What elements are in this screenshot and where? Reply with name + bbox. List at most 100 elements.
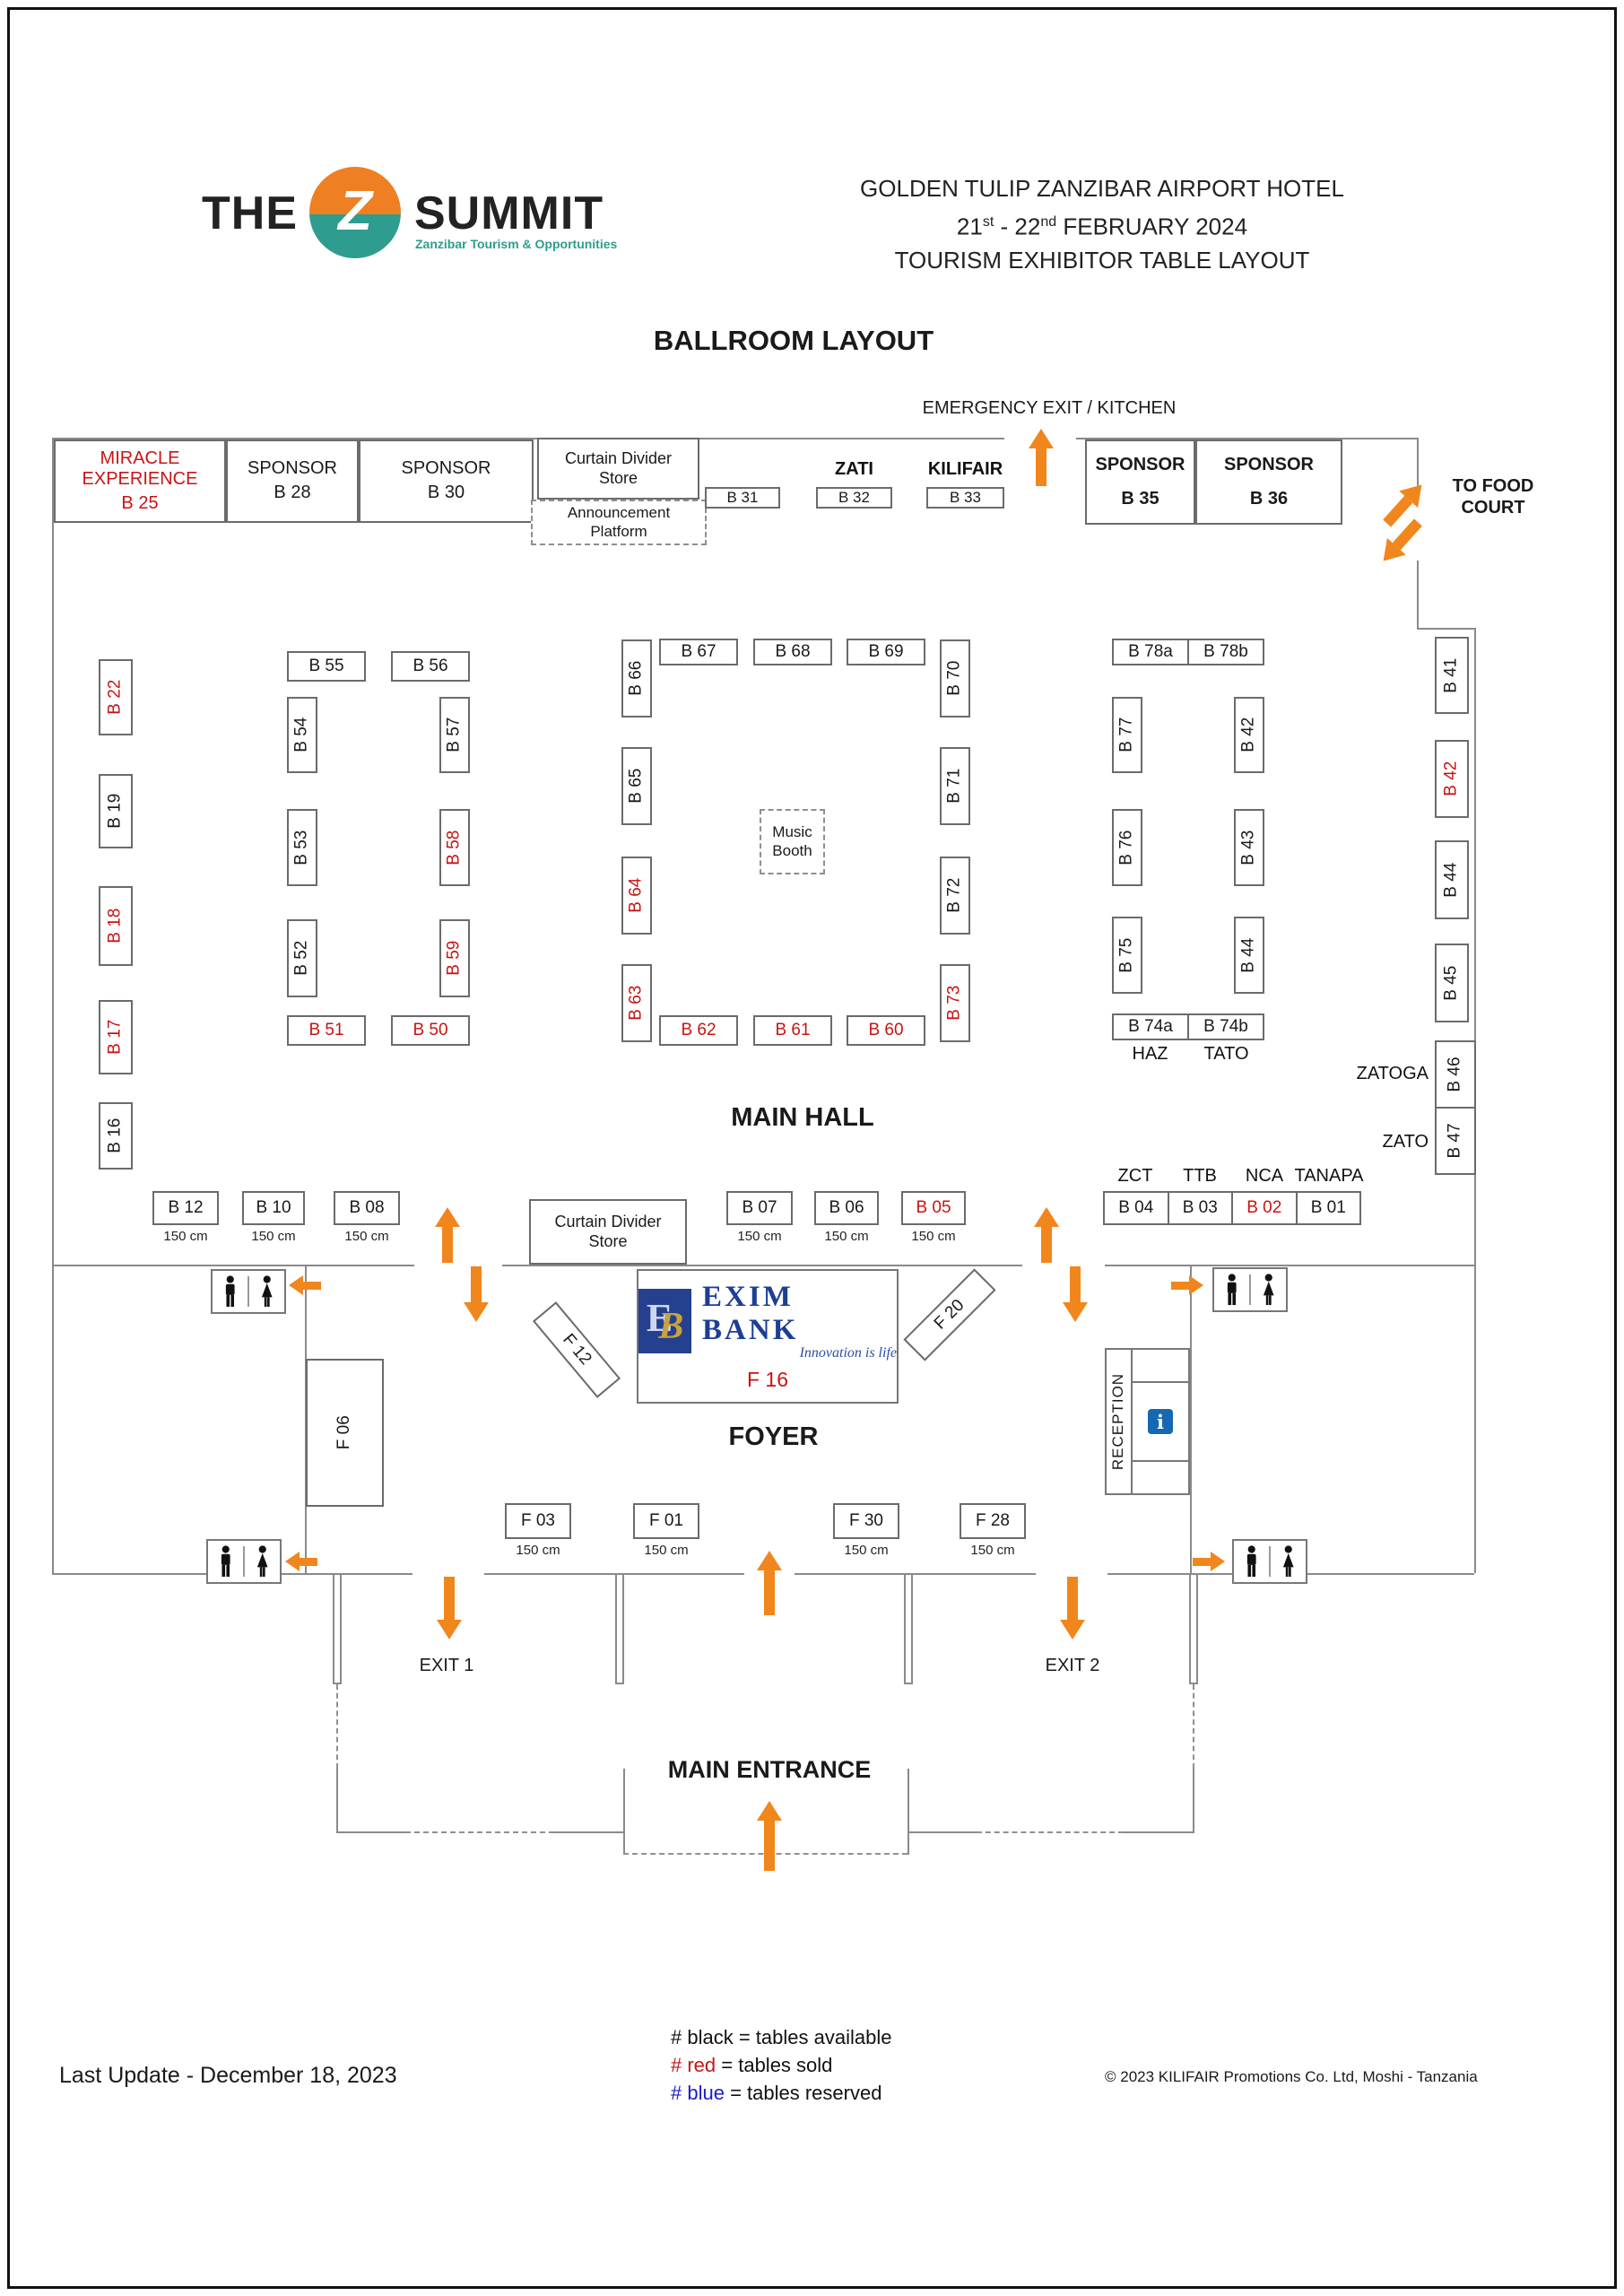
woman-icon [1263,1273,1274,1305]
passage-left-down-arrow-icon [463,1266,490,1322]
booth-b61: B 61 [753,1015,832,1046]
vestibule-wall-dashed [977,1831,1124,1833]
hotel-name: GOLDEN TULIP ZANZIBAR AIRPORT HOTEL [860,175,1344,202]
booth-b05-size: 150 cm [911,1229,956,1244]
booth-b10: B 10 [242,1191,305,1225]
booth-f01: F 01 [633,1503,699,1539]
booth-b67: B 67 [659,639,738,665]
man-icon [225,1274,235,1307]
booth-b32-org: ZATI [835,459,873,479]
toilet-upper-right-arrow-icon [1171,1275,1203,1295]
wall [1193,1769,1194,1833]
page-title: BALLROOM LAYOUT [653,325,934,356]
booth-b75: B 75 [1112,917,1142,994]
vestibule-wall-dashed [1193,1684,1194,1769]
booth-b66: B 66 [621,639,652,718]
booth-b58: B 58 [439,809,470,886]
booth-b18: B 18 [99,886,133,966]
toilet-lower-right-arrow-icon [1193,1552,1225,1571]
booth-b06-size: 150 cm [824,1229,869,1244]
main-entrance-arrow-icon [757,1801,782,1871]
man-icon [221,1544,230,1577]
vestibule-wall-dashed [336,1684,338,1769]
booth-b03: B 03 [1167,1193,1232,1223]
reception-cell [1133,1350,1188,1381]
wall [1417,438,1419,493]
booth-b57: B 57 [439,697,470,773]
booth-b02: B 02 [1231,1193,1296,1223]
wall [1417,628,1476,630]
booth-b43: B 43 [1234,809,1264,886]
booth-b04: B 04 [1118,1198,1154,1217]
reception-desk: RECEPTION i [1105,1348,1190,1495]
booth-f03-size: 150 cm [516,1543,560,1558]
wall [52,438,1004,439]
booth-b07-size: 150 cm [737,1229,782,1244]
booth-b10-size: 150 cm [251,1229,296,1244]
booth-f30-size: 150 cm [844,1543,889,1558]
booth-b42-wall: B 42 [1435,740,1469,818]
booth-b41: B 41 [1435,637,1469,714]
booth-b47: B 47 [1437,1107,1474,1173]
booth-b78b: B 78b [1187,640,1263,664]
booth-b19: B 19 [99,774,133,848]
to-food-court-arrow-icon [1377,476,1431,532]
booth-b59: B 59 [439,919,470,997]
booth-b04-org: ZCT [1117,1166,1153,1186]
booth-b72: B 72 [940,857,970,935]
wall [336,1769,338,1833]
event-subtitle: TOURISM EXHIBITOR TABLE LAYOUT [894,246,1310,274]
booth-b44-island: B 44 [1234,917,1264,994]
vestibule-wall-dashed [405,1831,554,1833]
booth-pair-b78: B 78a B 78b [1112,639,1264,665]
wall-stub [333,1573,342,1684]
exit2-label: EXIT 2 [1045,1656,1100,1675]
reception-label: RECEPTION [1107,1350,1133,1493]
announcement-platform: Announcement Platform [531,500,707,545]
divider [243,1546,245,1577]
logo-word-the: THE [202,187,298,239]
booth-b05: B 05 [901,1191,966,1225]
woman-icon [1282,1544,1294,1577]
booth-b03-org: TTB [1183,1166,1217,1186]
toilet-lower-left [206,1539,282,1584]
logo-word-summit: SUMMIT [414,187,604,239]
booth-b76: B 76 [1112,809,1142,886]
booth-b32: B 32 [816,487,892,509]
toilet-upper-right [1212,1267,1288,1312]
curtain-divider-store-bottom: Curtain Divider Store [529,1199,687,1265]
toilet-upper-left [211,1269,286,1314]
wall [484,1573,744,1575]
passage-left-up-arrow-icon [434,1207,461,1263]
booth-b17: B 17 [99,1000,133,1074]
booth-b01: B 01 [1295,1193,1360,1223]
curtain-divider-store-top: Curtain Divider Store [537,438,699,500]
wall [502,1265,1022,1266]
logo-z-letter: Z [338,179,372,242]
booth-f01-size: 150 cm [644,1543,689,1558]
booth-f28: F 28 [960,1503,1026,1539]
booth-b63: B 63 [621,964,652,1042]
wall [908,1769,909,1855]
booth-f06: F 06 [306,1359,384,1507]
wall-stub [904,1573,913,1684]
booth-b47-org: ZATO [1382,1132,1429,1152]
booth-quad-b04-b01: B 04 B 03 B 02 B 01 [1103,1191,1361,1225]
booth-f20: F 20 [903,1268,996,1361]
booth-b64: B 64 [621,857,652,935]
booth-b08-size: 150 cm [344,1229,389,1244]
foyer-entrance-up-arrow-icon [757,1551,782,1615]
booth-b65: B 65 [621,747,652,825]
booth-f30: F 30 [833,1503,899,1539]
divider [1269,1546,1271,1577]
food-court-label: TO FOOD COURT [1452,476,1534,517]
woman-icon [256,1544,268,1577]
legend-available: # black = tables available [671,2026,892,2048]
booth-b12: B 12 [152,1191,219,1225]
booth-b12-size: 150 cm [163,1229,208,1244]
main-hall-label: MAIN HALL [731,1103,874,1132]
